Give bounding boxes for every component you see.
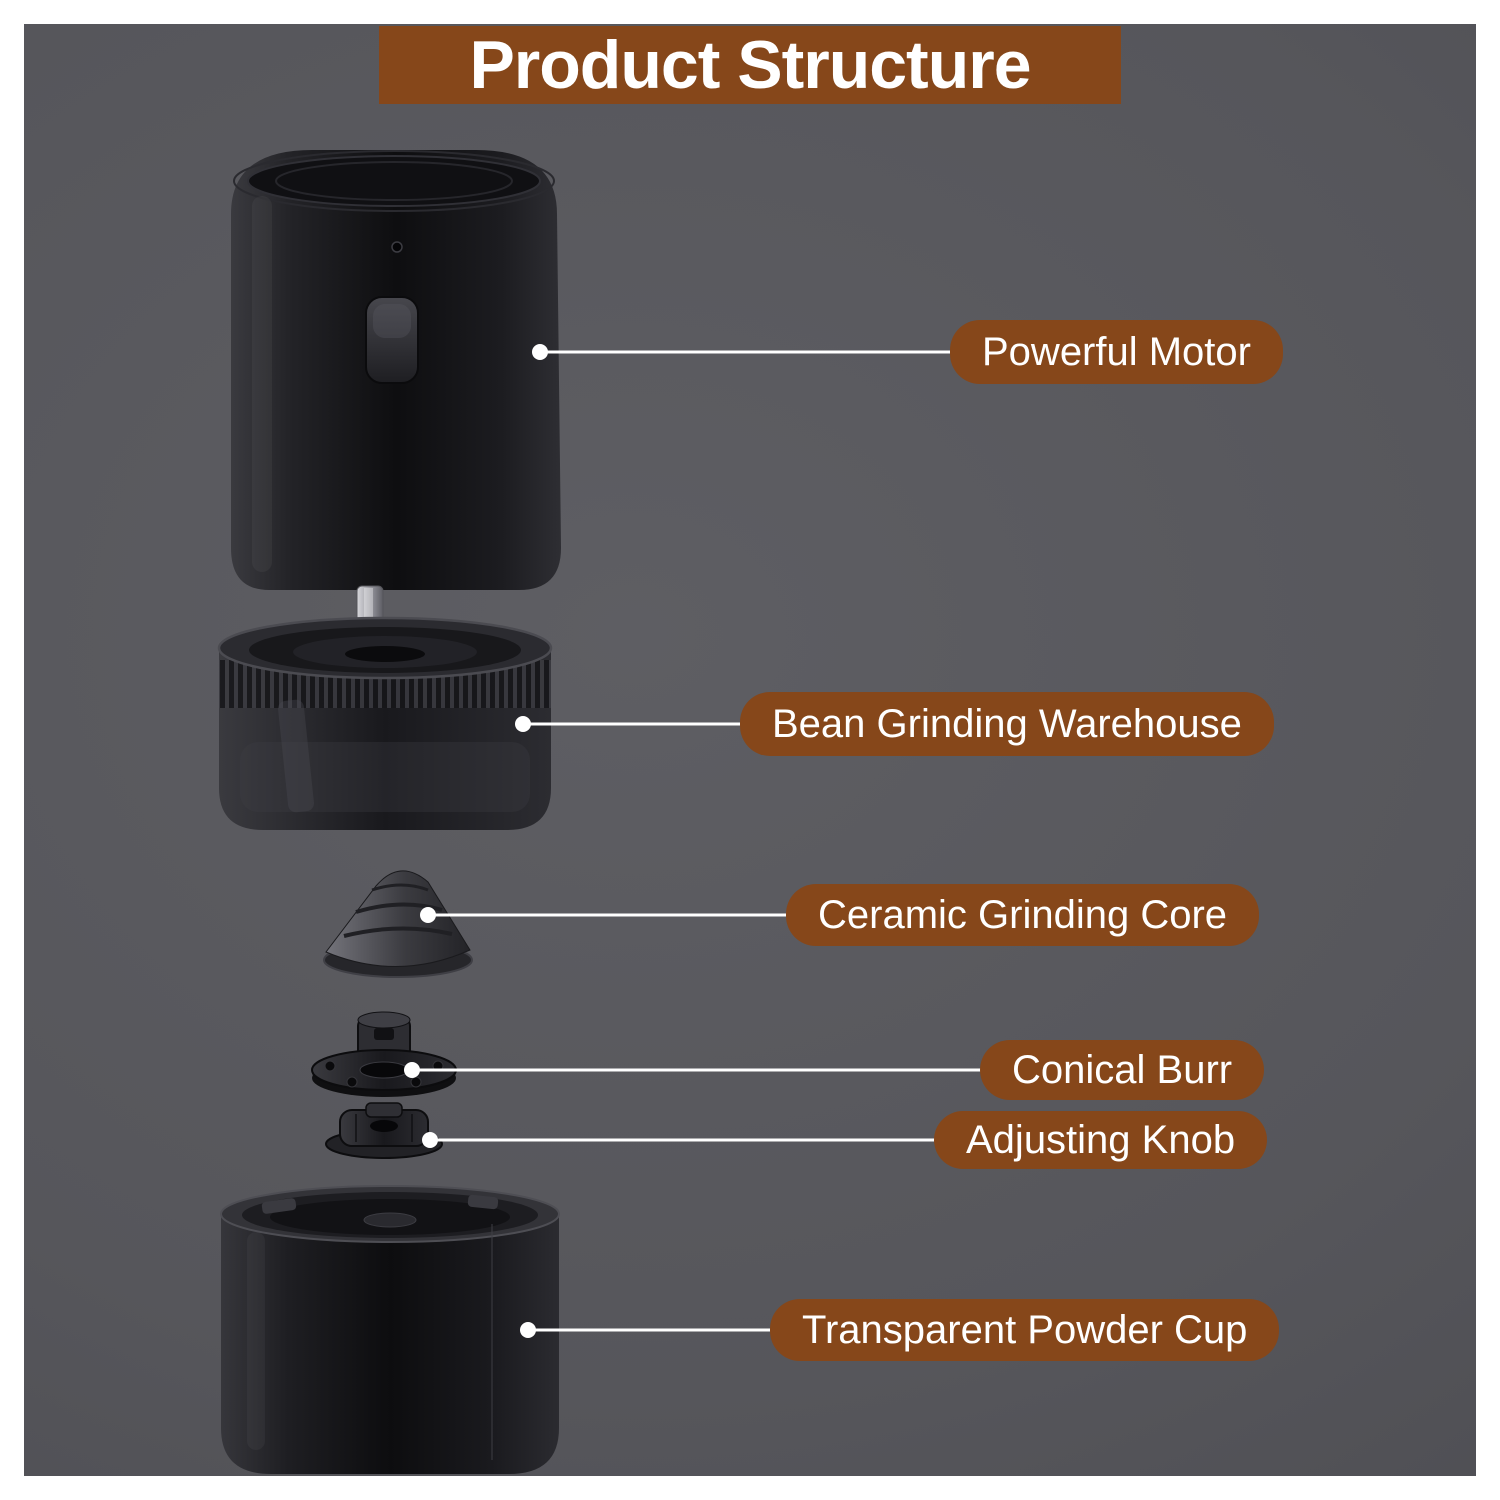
- conical-burr-part: [311, 1011, 457, 1097]
- title-banner: Product Structure: [379, 26, 1121, 104]
- motor-body-part: [231, 150, 561, 590]
- power-button: [365, 296, 419, 384]
- power-led-dot: [391, 241, 403, 253]
- callout-label-powerful-motor: Powerful Motor: [950, 320, 1283, 384]
- callout-label-adjusting-knob: Adjusting Knob: [934, 1111, 1268, 1169]
- callout-dots: [404, 344, 548, 1338]
- callout-label-transparent-powder-cup: Transparent Powder Cup: [770, 1299, 1280, 1361]
- ceramic-grinding-core-part: [323, 870, 473, 978]
- callout-label-ceramic-grinding-core: Ceramic Grinding Core: [786, 884, 1260, 946]
- callout-connectors: [412, 350, 982, 1332]
- page-title: Product Structure: [469, 27, 1031, 103]
- bean-grinding-warehouse-part: [217, 616, 553, 830]
- callout-label-conical-burr: Conical Burr: [980, 1040, 1265, 1100]
- transparent-powder-cup-part: [220, 1185, 560, 1474]
- adjusting-knob-part: [325, 1102, 443, 1159]
- callout-label-bean-grinding-warehouse: Bean Grinding Warehouse: [740, 692, 1274, 756]
